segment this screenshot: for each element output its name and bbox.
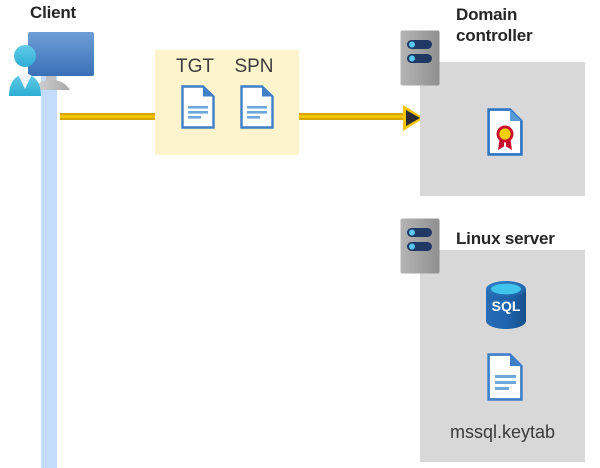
domain-controller-server-rack-icon <box>400 30 440 86</box>
keytab-filename-label: mssql.keytab <box>449 422 556 442</box>
linux-server-server-rack-icon <box>400 218 440 274</box>
sql-badge-text: SQL <box>492 298 521 314</box>
tgt-label: TGT <box>176 56 214 77</box>
arrowhead-icon <box>406 110 420 126</box>
linux-server-title: Linux server <box>456 229 555 248</box>
client-title: Client <box>30 3 77 22</box>
keytab-document-icon <box>487 353 523 401</box>
spn-document-icon <box>240 85 274 129</box>
tgt-document-icon <box>181 85 215 129</box>
user-workstation-icon <box>6 28 102 96</box>
tgt-spn-message-box <box>155 50 299 155</box>
spn-label: SPN <box>234 56 274 77</box>
sql-database-icon: SQL <box>484 279 528 331</box>
certificate-document-icon <box>487 108 523 156</box>
client-lifeline <box>41 70 57 468</box>
domain-controller-title: Domain controller <box>456 5 533 45</box>
